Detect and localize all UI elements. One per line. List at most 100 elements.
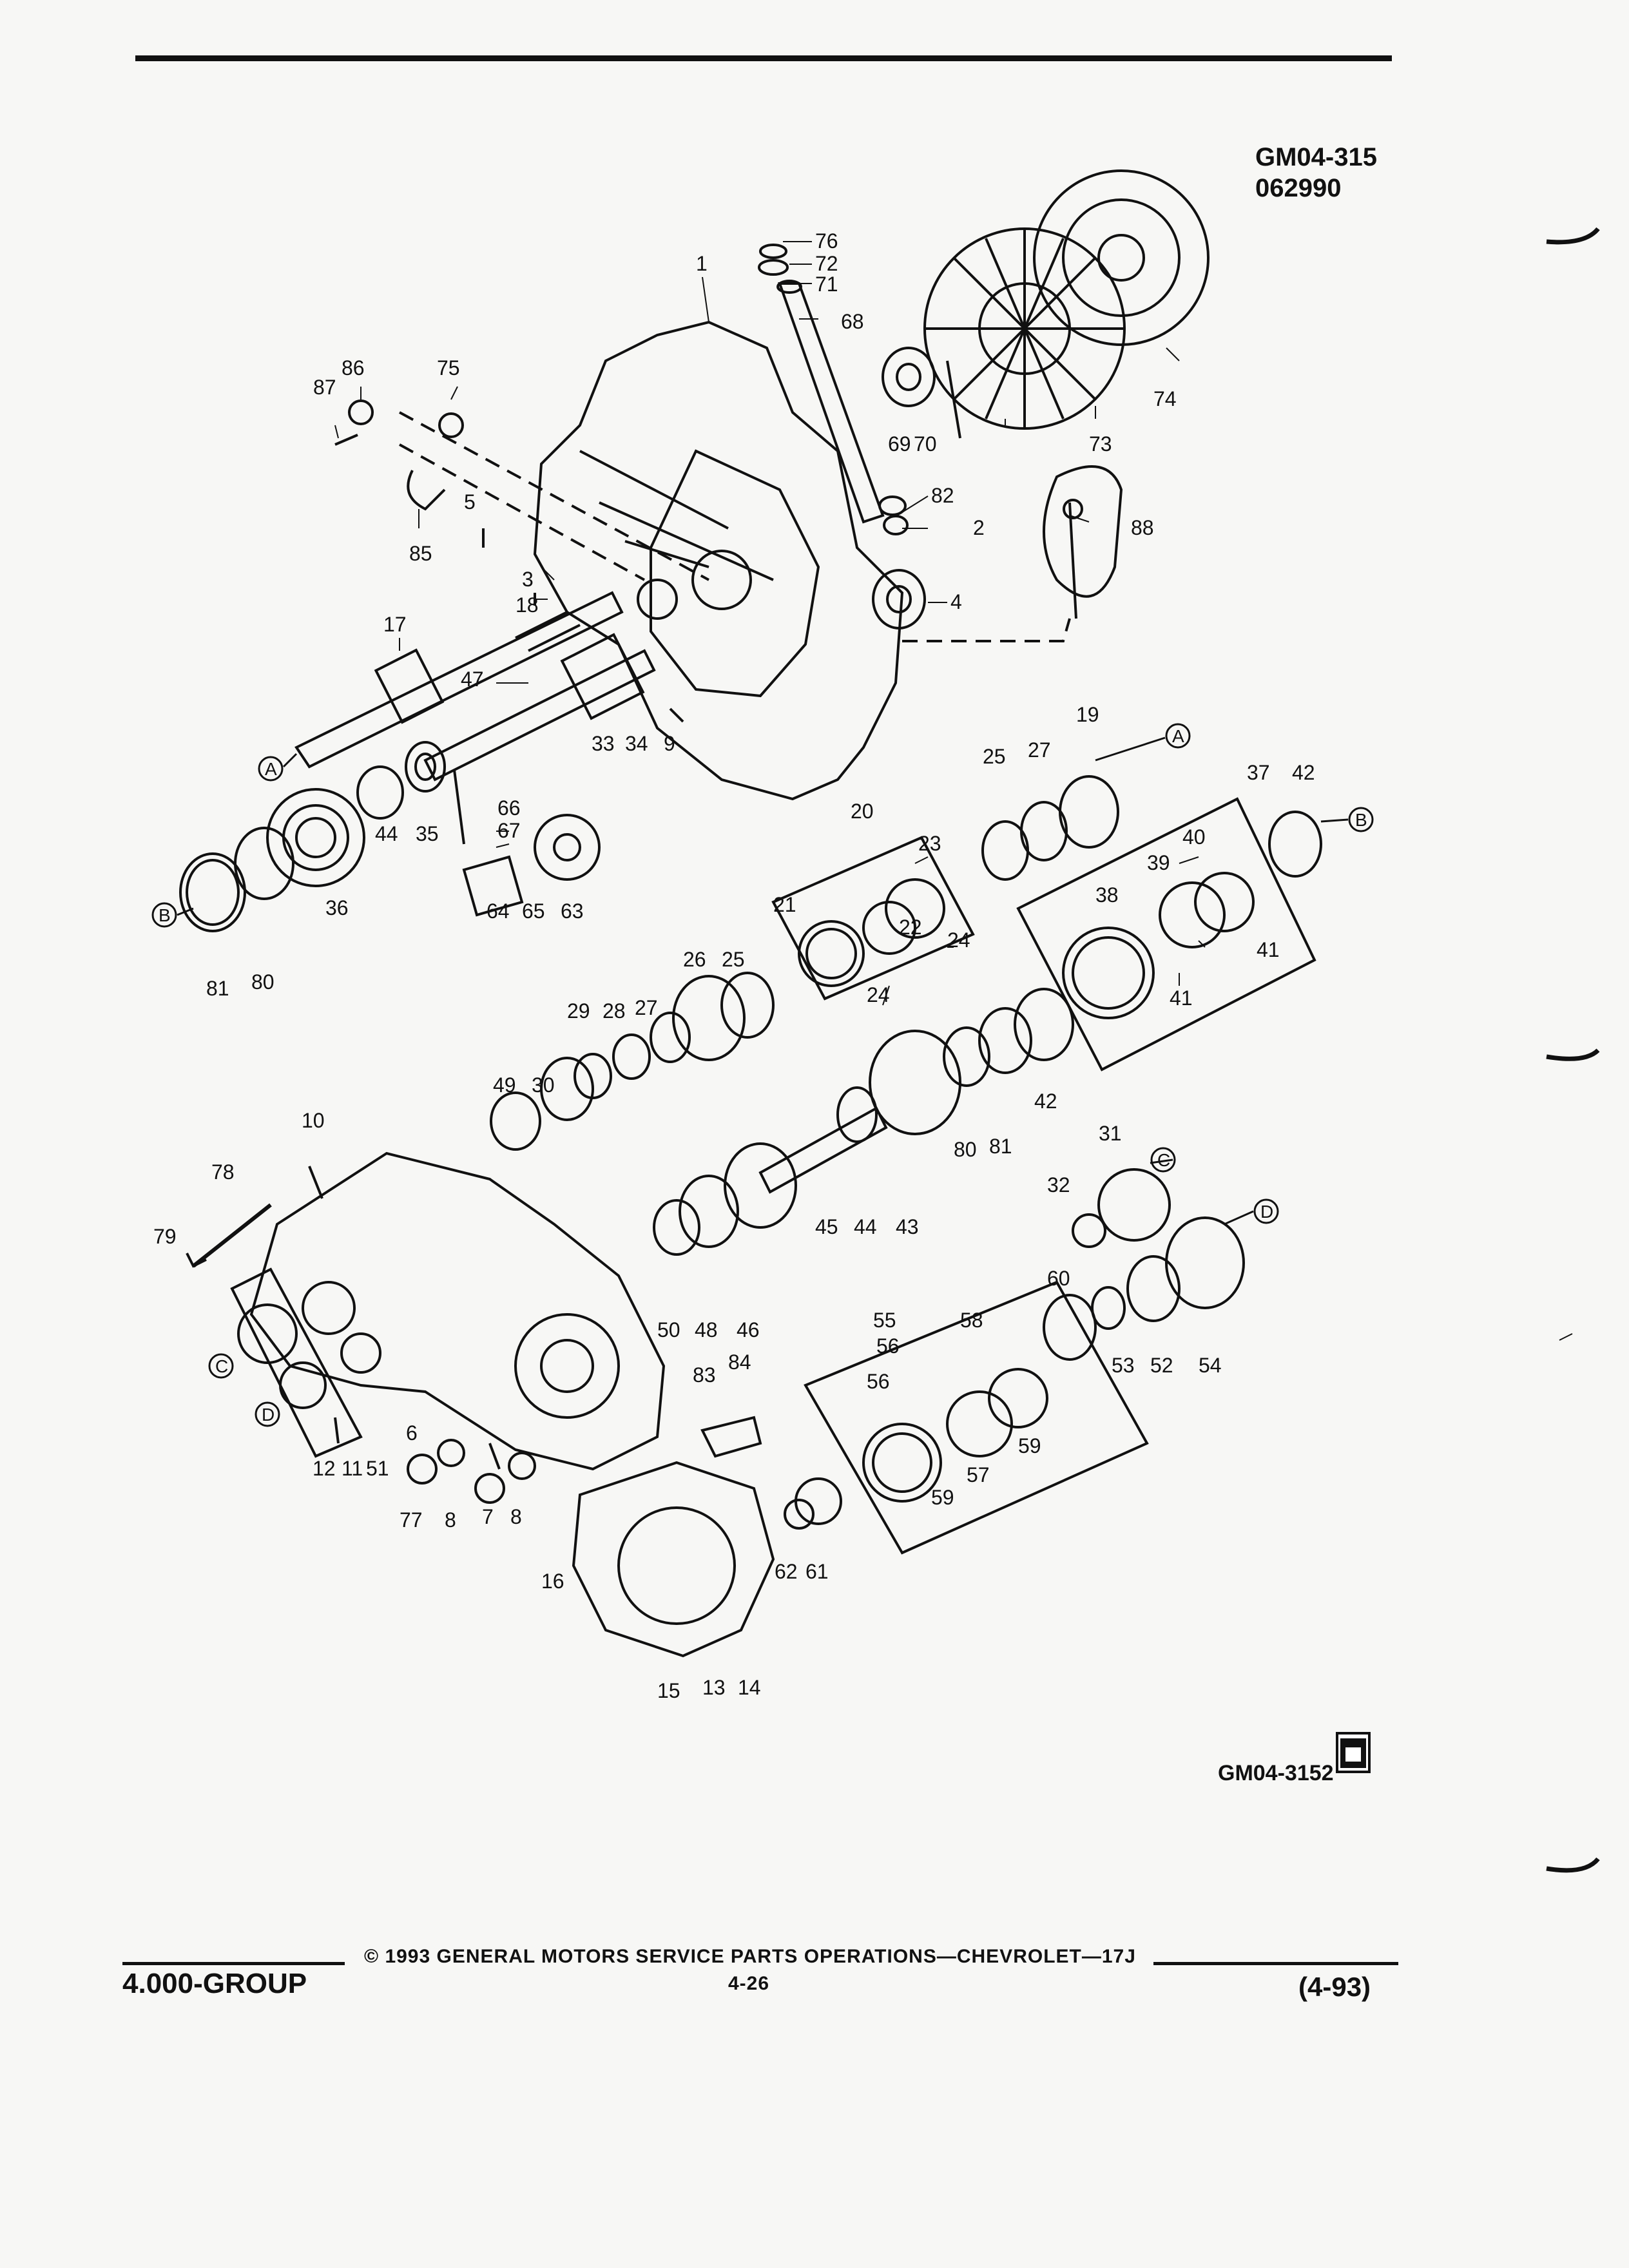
callout-21: 21: [773, 893, 796, 916]
callout-24-left: 24: [867, 983, 890, 1006]
callout-67: 67: [497, 819, 521, 842]
callout-82: 82: [931, 484, 954, 507]
callout-17: 17: [383, 613, 407, 636]
callout-30: 30: [532, 1073, 555, 1097]
callout-66: 66: [497, 796, 521, 820]
callout-69: 69: [888, 432, 911, 456]
callout-68: 68: [841, 310, 864, 333]
reference-marker-letters: A A B B C D C D: [159, 726, 1367, 1425]
callout-4: 4: [950, 590, 962, 613]
callout-73: 73: [1089, 432, 1112, 456]
callout-26: 26: [683, 948, 706, 971]
callout-1: 1: [696, 252, 708, 275]
callout-55: 55: [873, 1309, 896, 1332]
svg-text:A: A: [265, 759, 277, 779]
callout-27-top: 27: [1028, 738, 1051, 762]
callout-15: 15: [657, 1679, 680, 1702]
callout-84: 84: [728, 1350, 751, 1374]
svg-text:A: A: [1172, 726, 1184, 746]
callout-54: 54: [1199, 1354, 1222, 1377]
callout-45: 45: [815, 1215, 838, 1238]
callout-80-left: 80: [251, 970, 275, 994]
callout-81-mid: 81: [989, 1135, 1012, 1158]
input-shaft: [294, 591, 624, 769]
callout-56: 56: [867, 1370, 890, 1393]
callout-37: 37: [1247, 761, 1270, 784]
callout-42-mid: 42: [1034, 1090, 1057, 1113]
callout-31: 31: [1099, 1122, 1122, 1145]
callout-41-right: 41: [1257, 938, 1280, 961]
callout-63: 63: [561, 899, 584, 923]
footer-copyright: © 1993 GENERAL MOTORS SERVICE PARTS OPER…: [364, 1946, 1136, 1967]
callout-12: 12: [313, 1457, 336, 1480]
callout-50: 50: [657, 1318, 680, 1341]
top-rule: [135, 55, 1392, 61]
callout-39: 39: [1147, 851, 1170, 874]
callout-78: 78: [211, 1160, 235, 1184]
transmission-case: [249, 1151, 666, 1471]
callout-6: 6: [406, 1421, 418, 1445]
callout-44-top: 44: [375, 822, 398, 845]
callout-65: 65: [522, 899, 545, 923]
illustration-code: GM04-315 062990: [1255, 142, 1377, 204]
callout-59-right: 59: [1018, 1434, 1041, 1457]
callout-77: 77: [400, 1508, 423, 1532]
callout-86: 86: [342, 356, 365, 380]
footer-page-number: 4-26: [728, 1973, 770, 1994]
svg-text:B: B: [159, 905, 171, 925]
callout-16: 16: [541, 1570, 564, 1593]
footer-group: 4.000-GROUP: [122, 1968, 307, 1999]
svg-text:C: C: [1157, 1150, 1170, 1170]
callout-62: 62: [775, 1560, 798, 1583]
callout-41-left: 41: [1170, 986, 1193, 1010]
callout-40: 40: [1182, 825, 1206, 849]
part-callouts: 1 76 72 71 68 69 70 73 74 82 2 88 4 86 8…: [153, 229, 1315, 1702]
callout-56-box: 56: [876, 1334, 900, 1358]
footer-rule-left: [122, 1962, 345, 1965]
gm-spo-logo: [1336, 1732, 1371, 1773]
svg-text:B: B: [1355, 810, 1367, 830]
callout-7: 7: [482, 1505, 494, 1528]
sync-box-37: [1016, 797, 1316, 1072]
clutch-housing: [533, 320, 904, 801]
callout-70: 70: [914, 432, 937, 456]
callout-36: 36: [325, 896, 349, 919]
callout-46: 46: [737, 1318, 760, 1341]
callout-2: 2: [973, 516, 985, 539]
illustration-code-line1: GM04-315: [1255, 143, 1377, 171]
sync-box-55: [804, 1280, 1149, 1555]
callout-85: 85: [409, 542, 432, 565]
callout-32: 32: [1047, 1173, 1070, 1196]
callout-8-left: 8: [445, 1508, 456, 1532]
callout-64: 64: [487, 899, 510, 923]
callout-80-mid: 80: [954, 1138, 977, 1161]
callout-52: 52: [1150, 1354, 1173, 1377]
clutch-disc: [1033, 169, 1210, 346]
gear-36: [266, 788, 365, 887]
callout-22: 22: [899, 916, 922, 939]
callout-81-left: 81: [206, 977, 229, 1000]
callout-74: 74: [1153, 387, 1177, 410]
callout-3: 3: [522, 568, 534, 591]
callout-33: 33: [592, 732, 615, 755]
callout-75: 75: [437, 356, 460, 380]
footer-rule-right: [1153, 1962, 1398, 1965]
binding-marks: [1546, 227, 1600, 1873]
callout-9: 9: [664, 732, 675, 755]
callout-48: 48: [695, 1318, 718, 1341]
callout-11: 11: [342, 1457, 363, 1480]
callout-24-right: 24: [947, 928, 970, 952]
callout-5: 5: [464, 490, 476, 514]
mainshaft: [423, 649, 656, 782]
callout-25-top: 25: [983, 745, 1006, 768]
callout-60: 60: [1047, 1267, 1070, 1290]
callout-14: 14: [738, 1676, 761, 1699]
callout-58: 58: [960, 1309, 983, 1332]
callout-47: 47: [461, 668, 484, 691]
callout-43: 43: [896, 1215, 919, 1238]
callout-88: 88: [1131, 516, 1154, 539]
callout-35: 35: [416, 822, 439, 845]
callout-18: 18: [516, 593, 539, 617]
callout-19: 19: [1076, 703, 1099, 726]
